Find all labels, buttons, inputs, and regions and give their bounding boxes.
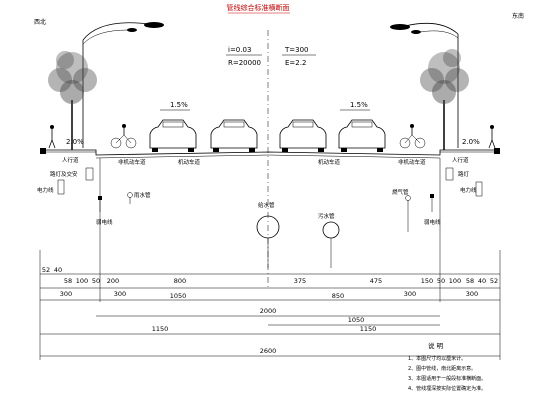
svg-text:40: 40 xyxy=(478,277,486,285)
dimension-row-4: 2000 xyxy=(96,307,440,317)
svg-text:58: 58 xyxy=(466,277,474,285)
lane-left-sidewalk: 人行道 xyxy=(62,156,79,164)
svg-text:300: 300 xyxy=(466,290,478,298)
svg-text:300: 300 xyxy=(60,290,72,298)
car-icon-1 xyxy=(149,119,197,152)
right-street-lamp xyxy=(390,22,459,148)
svg-text:电力线: 电力线 xyxy=(460,186,477,194)
lane-left-motor: 机动车道 xyxy=(178,158,201,166)
dimension-row-5: 1050 xyxy=(268,316,440,326)
slope-right-walk: 2.0% xyxy=(462,138,480,146)
svg-text:100: 100 xyxy=(76,277,88,285)
notes-title: 说 明 xyxy=(428,341,444,350)
dimension-row-3: 1050 850 xyxy=(40,292,500,301)
svg-text:给水管: 给水管 xyxy=(258,201,275,209)
west-label: 西北 xyxy=(34,18,46,26)
svg-text:50: 50 xyxy=(92,277,100,285)
svg-text:800: 800 xyxy=(174,277,186,285)
svg-text:58: 58 xyxy=(64,277,72,285)
right-cyclist-icon xyxy=(399,124,426,149)
right-tree xyxy=(420,49,469,150)
svg-text:150: 150 xyxy=(421,277,433,285)
dimension-row-1: 52 40 58 100 50 200 800 375 475 150 50 1… xyxy=(40,266,500,285)
lane-right-bike: 非机动车道 xyxy=(398,158,426,166)
note-3: 3、本图适用于一般段标准横断面。 xyxy=(408,375,486,382)
note-1: 1、本图尺寸均以厘米计。 xyxy=(408,355,466,362)
svg-text:300: 300 xyxy=(404,290,416,298)
notes-block: 说 明 1、本图尺寸均以厘米计。 2、图中管线，南北距离示意。 3、本图适用于一… xyxy=(408,341,486,392)
svg-text:850: 850 xyxy=(332,292,344,300)
svg-text:雨水管: 雨水管 xyxy=(134,191,151,199)
svg-text:475: 475 xyxy=(370,277,382,285)
lane-right-motor: 机动车道 xyxy=(318,158,341,166)
svg-text:1150: 1150 xyxy=(360,325,377,333)
dimension-row-2: 300 300 300 300 xyxy=(40,287,500,298)
svg-text:弱电线: 弱电线 xyxy=(424,218,441,226)
note-4: 4、管线埋深按实际位置确定为准。 xyxy=(408,385,486,392)
svg-text:弱电线: 弱电线 xyxy=(96,218,113,226)
svg-text:污水管: 污水管 xyxy=(318,212,335,220)
left-cyclist-icon xyxy=(110,124,137,149)
svg-text:375: 375 xyxy=(294,277,306,285)
pipe-gas: 燃气管 xyxy=(392,188,411,232)
left-street-lamp xyxy=(82,22,164,148)
svg-text:200: 200 xyxy=(107,277,119,285)
svg-text:50: 50 xyxy=(437,277,445,285)
drawing-title: 管线综合标准横断面 xyxy=(227,3,290,12)
curve-parameters: i=0.03 R=20000 T=300 E=2.2 xyxy=(226,46,316,67)
svg-text:300: 300 xyxy=(114,290,126,298)
param-e: E=2.2 xyxy=(285,59,306,67)
lane-left-bike: 非机动车道 xyxy=(118,158,146,166)
svg-text:路灯及交安: 路灯及交安 xyxy=(50,170,78,178)
pipe-left-rain: 雨水管 xyxy=(127,191,151,204)
param-i: i=0.03 xyxy=(228,46,251,54)
pipe-right-power: 电力线 xyxy=(460,181,483,197)
pipe-left-power: 电力线 xyxy=(37,167,94,194)
pipe-left-comm: 弱电线 xyxy=(96,196,113,226)
svg-text:52: 52 xyxy=(490,277,498,285)
svg-text:52: 52 xyxy=(42,266,50,274)
svg-text:燃气管: 燃气管 xyxy=(392,188,409,196)
param-t: T=300 xyxy=(284,46,309,54)
slope-left-road: 1.5% xyxy=(170,101,188,109)
car-icon-3 xyxy=(279,119,327,152)
east-label: 东南 xyxy=(512,12,524,20)
param-r: R=20000 xyxy=(228,59,261,67)
left-pedestrian-icon xyxy=(48,125,56,149)
svg-text:1050: 1050 xyxy=(170,292,187,300)
pipe-sewage: 污水管 xyxy=(318,212,340,268)
svg-text:2600: 2600 xyxy=(260,347,277,355)
dimension-total: 2600 xyxy=(40,347,500,357)
car-icon-2 xyxy=(210,119,258,152)
svg-text:40: 40 xyxy=(54,266,62,274)
slope-left-walk: 2.0% xyxy=(66,138,84,146)
slope-right-road: 1.5% xyxy=(350,101,368,109)
dimension-row-6: 1150 1150 xyxy=(40,325,500,335)
svg-text:100: 100 xyxy=(449,277,461,285)
svg-text:1150: 1150 xyxy=(152,325,169,333)
svg-text:2000: 2000 xyxy=(260,307,277,315)
pipe-right-lighting: 路灯 xyxy=(445,167,470,181)
svg-text:1050: 1050 xyxy=(348,316,365,324)
svg-text:电力线: 电力线 xyxy=(37,186,54,194)
right-pedestrian-icon xyxy=(488,125,496,149)
car-icon-4 xyxy=(338,119,386,152)
note-2: 2、图中管线，南北距离示意。 xyxy=(408,365,476,372)
pipe-right-comm: 弱电线 xyxy=(424,194,441,226)
svg-text:路灯: 路灯 xyxy=(458,170,470,178)
left-tree xyxy=(48,51,97,150)
pipe-left-lighting: 路灯及交安 xyxy=(50,170,78,195)
road-profile xyxy=(40,148,500,159)
lane-right-sidewalk: 人行道 xyxy=(452,156,469,164)
